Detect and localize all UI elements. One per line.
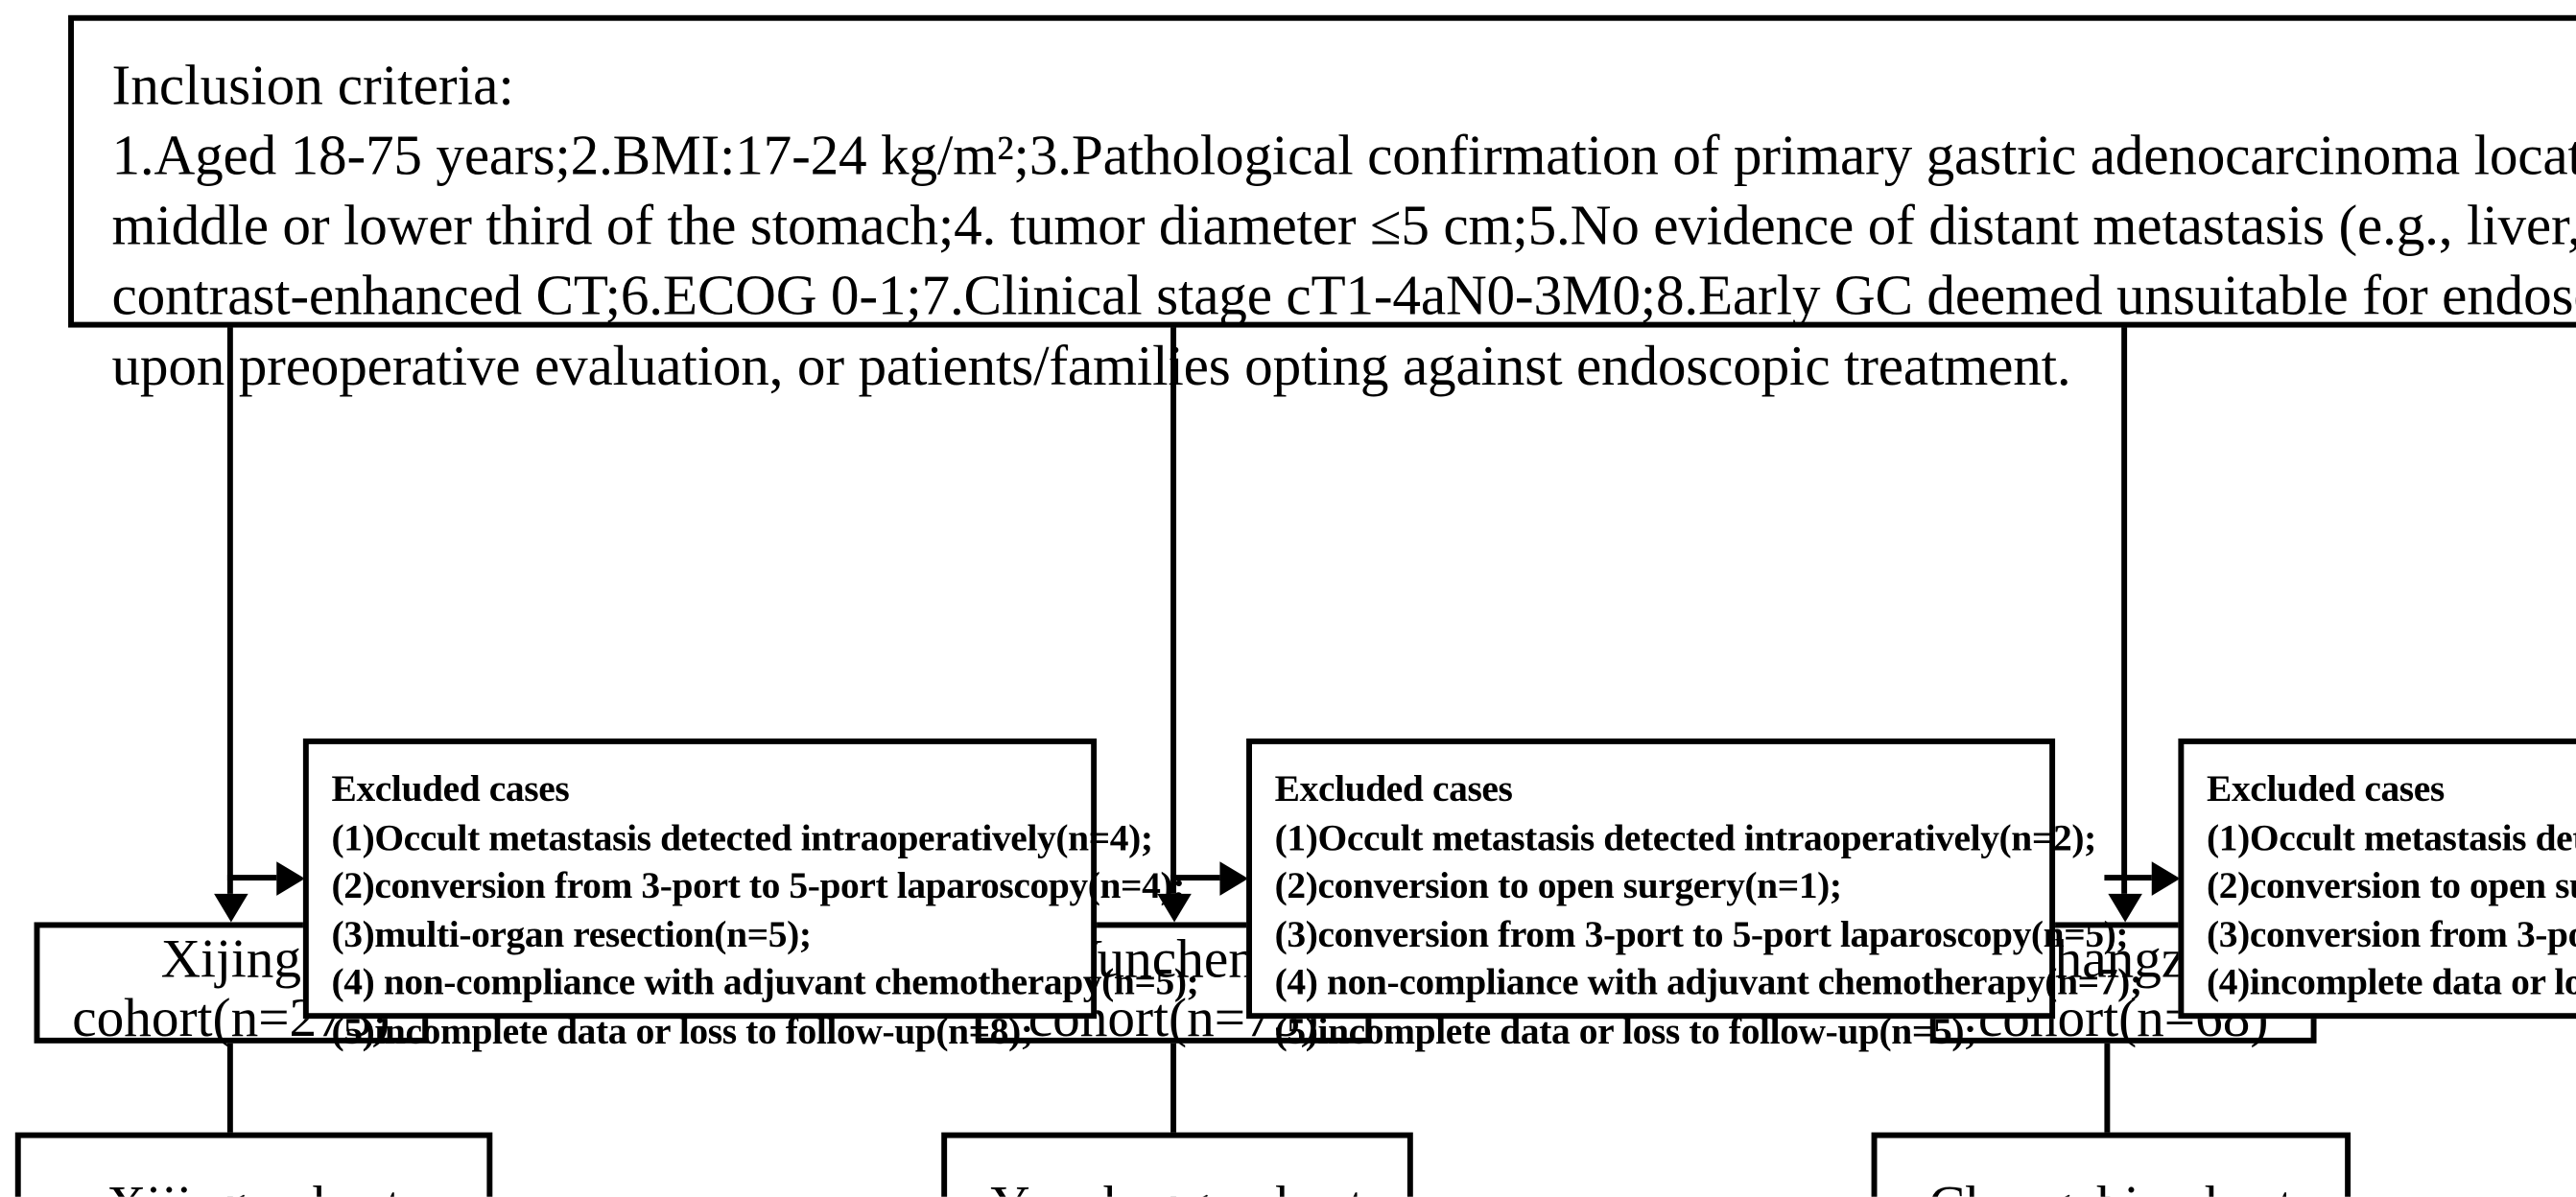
connector-criteria-to-xijing	[226, 327, 233, 894]
inclusion-criteria-line-1: 1.Aged 18-75 years;2.BMI:17-24 kg/m²;3.P…	[111, 125, 2576, 188]
connector-criteria-to-changzhi	[2121, 327, 2128, 894]
excluded-2-heading: Excluded cases	[1274, 768, 1513, 810]
result-box-yuncheng: Yuncheng cohort TPLDG(n=32) FPLDG(n=23)	[941, 1132, 1413, 1197]
excluded-2-item-1: (1)Occult metastasis detected intraopera…	[1274, 816, 2097, 859]
excluded-1-item-1: (1)Occult metastasis detected intraopera…	[331, 816, 1153, 859]
excluded-1-item-3: (3)multi-organ resection(n=5);	[331, 913, 812, 956]
excluded-3-heading: Excluded cases	[2207, 768, 2445, 810]
arrowhead-yuncheng-to-excluded	[1219, 860, 1249, 895]
excluded-2-item-4: (4) non-compliance with adjuvant chemoth…	[1274, 961, 2142, 1004]
excluded-3-item-3: (3)conversion from 3-port to 5-port lapa…	[2207, 913, 2576, 956]
inclusion-criteria-heading: Inclusion criteria:	[111, 55, 514, 118]
excluded-1-item-5: (5)incomplete data or loss to follow-up(…	[331, 1010, 1033, 1052]
excluded-3-item-2: (2)conversion to open surgery(n=2);	[2207, 865, 2576, 907]
connector-yuncheng-to-result	[1170, 1043, 1177, 1197]
excluded-cases-box-changzhi: Excluded cases (1)Occult metastasis dete…	[2178, 738, 2576, 1020]
connector-changzhi-to-result	[2104, 1043, 2111, 1197]
result-xijing-title: Xijing cohort	[21, 1172, 487, 1197]
arrowhead-criteria-to-xijing	[213, 893, 248, 923]
excluded-1-item-2: (2)conversion from 3-port to 5-port lapa…	[331, 865, 1186, 907]
result-yuncheng-title: Yuncheng cohort	[947, 1172, 1407, 1197]
connector-criteria-to-yuncheng	[1170, 327, 1177, 894]
excluded-cases-box-xijing: Excluded cases (1)Occult metastasis dete…	[302, 738, 1199, 1052]
arrowhead-criteria-to-yuncheng	[1156, 893, 1191, 923]
excluded-2-item-3: (3)conversion from 3-port to 5-port lapa…	[1274, 913, 2129, 956]
connector-xijing-to-excluded	[226, 875, 277, 881]
inclusion-criteria-line-3: contrast-enhanced CT;6.ECOG 0-1;7.Clinic…	[111, 265, 2576, 328]
arrowhead-xijing-to-excluded	[276, 860, 305, 895]
cohort-xijing-name: Xijing	[160, 929, 302, 991]
connector-changzhi-to-excluded	[2104, 875, 2152, 881]
result-changzhi-title: Changzhi cohort	[1877, 1172, 2345, 1197]
result-box-xijing: Xijing cohort TPLDG(n=126) FPLDG(n=121)	[14, 1132, 493, 1197]
arrowhead-changzhi-to-excluded	[2151, 860, 2181, 895]
inclusion-criteria-line-2: middle or lower third of the stomach;4. …	[111, 195, 2576, 258]
result-box-changzhi: Changzhi cohort TPLDG(n=25) FPLDG(n=28)	[1871, 1132, 2351, 1197]
inclusion-criteria-box: Inclusion criteria: 1.Aged 18-75 years;2…	[68, 14, 2576, 398]
excluded-3-item-4: (4)incomplete data or loss to follow-up(…	[2207, 961, 2576, 1004]
excluded-1-item-4: (4) non-compliance with adjuvant chemoth…	[331, 961, 1199, 1004]
excluded-2-item-5: (5)incomplete data or loss to follow-up(…	[1274, 1010, 1977, 1052]
connector-xijing-to-result	[226, 1043, 233, 1197]
inclusion-criteria-line-4: upon preoperative evaluation, or patient…	[111, 335, 2071, 398]
excluded-2-item-2: (2)conversion to open surgery(n=1);	[1274, 865, 1842, 907]
excluded-1-heading: Excluded cases	[331, 768, 570, 810]
connector-yuncheng-to-excluded	[1170, 875, 1220, 881]
arrowhead-criteria-to-changzhi	[2107, 893, 2141, 923]
excluded-3-item-1: (1)Occult metastasis detected intraopera…	[2207, 816, 2576, 859]
excluded-cases-box-yuncheng: Excluded cases (1)Occult metastasis dete…	[1246, 738, 2142, 1052]
